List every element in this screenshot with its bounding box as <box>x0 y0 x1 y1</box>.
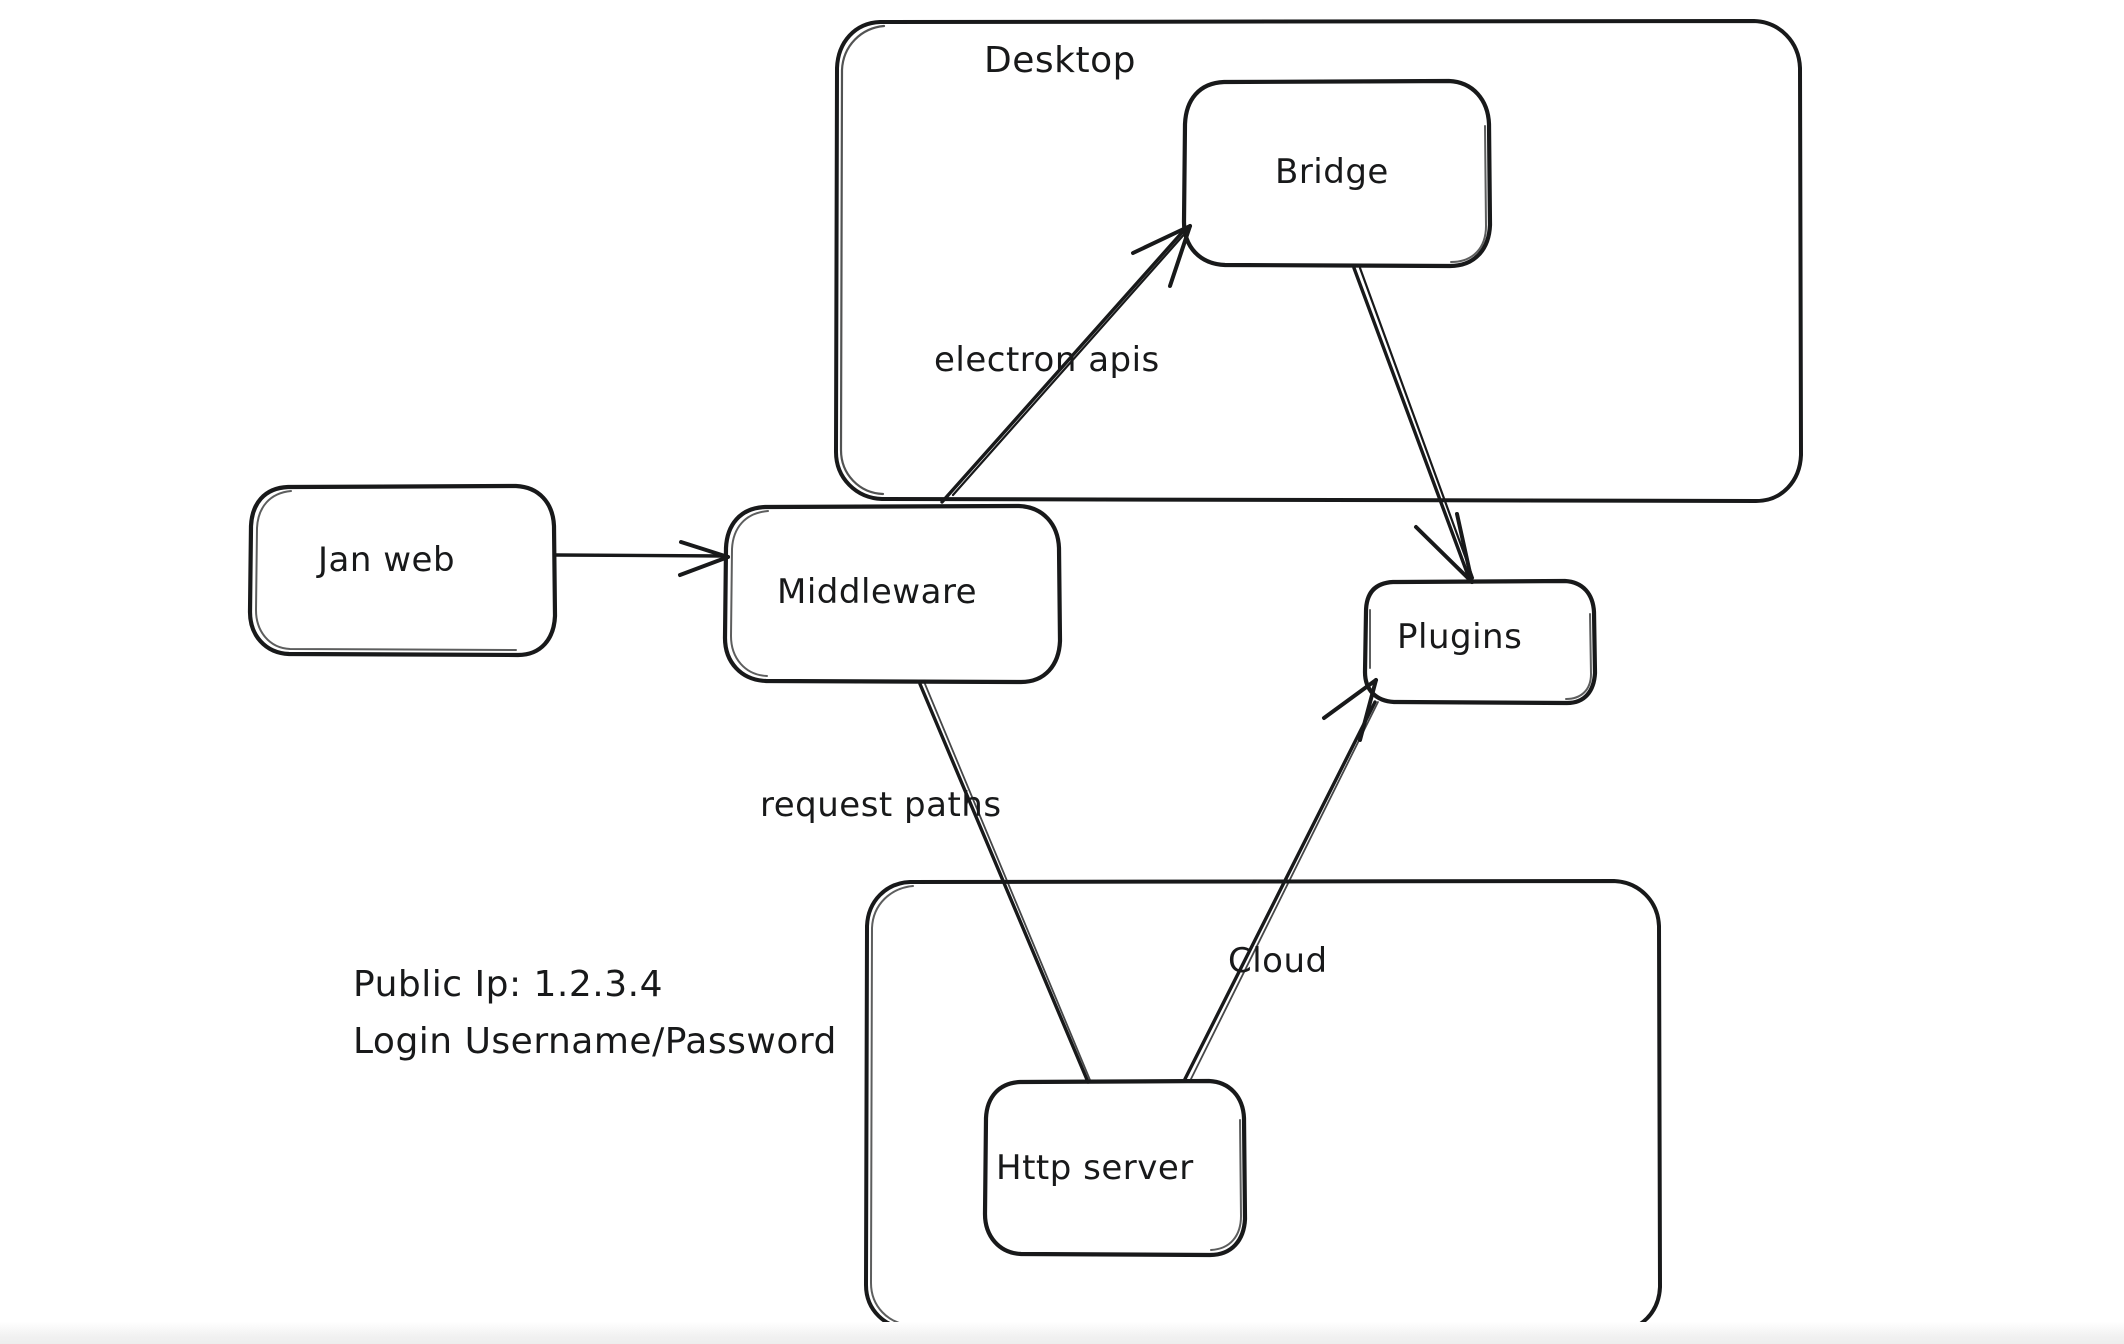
bottom-edge-band <box>0 1322 2124 1344</box>
edge-jan-web-to-middleware <box>554 540 730 577</box>
edge-http-server-to-plugins <box>1183 678 1379 1082</box>
edge-label-electron-apis: electron apis <box>934 340 1160 380</box>
note-login-credentials: Login Username/Password <box>353 1021 837 1062</box>
node-label-jan-web[interactable]: Jan web <box>318 540 456 580</box>
container-label-desktop: Desktop <box>984 40 1136 81</box>
edge-bridge-to-plugins <box>1352 266 1475 584</box>
container-desktop <box>834 19 1803 503</box>
edge-middleware-to-http-server <box>918 682 1091 1084</box>
node-label-http-server[interactable]: Http server <box>996 1148 1194 1188</box>
note-public-ip: Public Ip: 1.2.3.4 <box>353 964 663 1005</box>
edge-label-cloud: Cloud <box>1228 941 1328 981</box>
node-label-plugins[interactable]: Plugins <box>1397 617 1523 657</box>
node-label-middleware[interactable]: Middleware <box>777 572 978 612</box>
edge-label-request-paths: request paths <box>760 785 1002 825</box>
node-label-bridge[interactable]: Bridge <box>1275 152 1389 192</box>
